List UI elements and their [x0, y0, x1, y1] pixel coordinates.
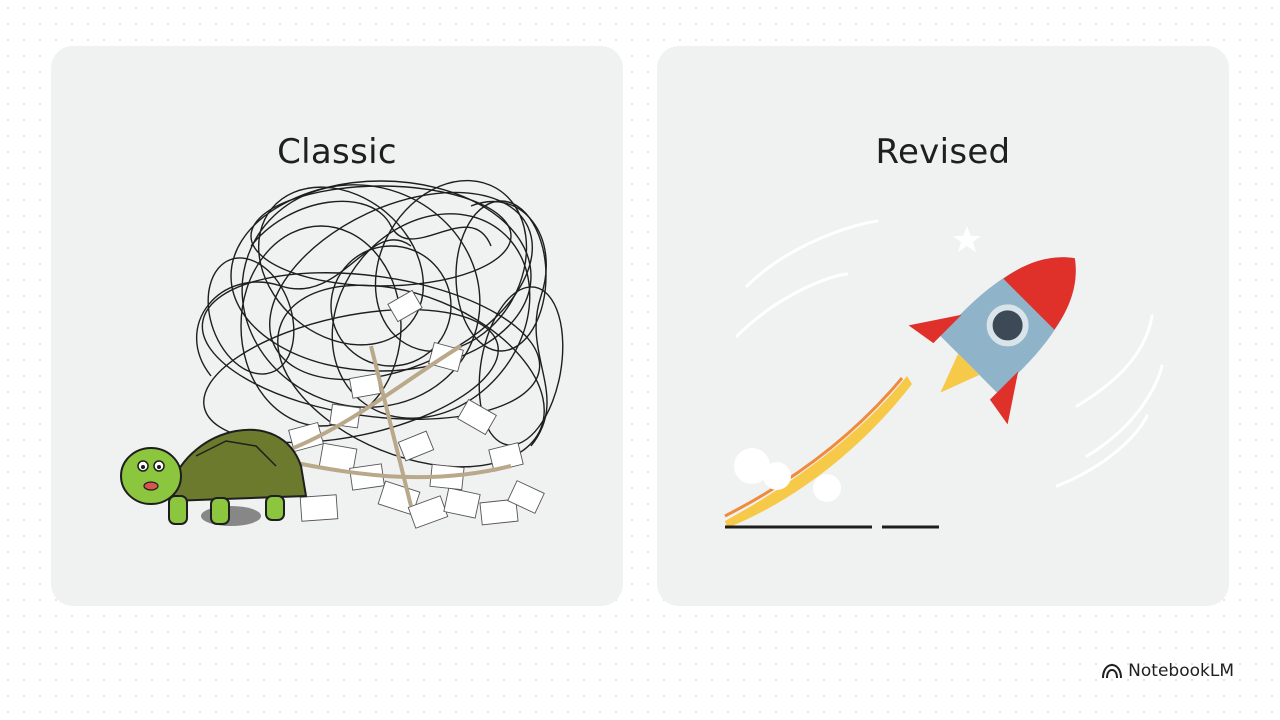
classic-panel: Classic	[51, 46, 623, 606]
paper-pile	[288, 289, 545, 529]
brand-badge: NotebookLM	[1102, 659, 1234, 683]
ropes	[285, 344, 512, 507]
star-icon	[953, 226, 981, 252]
notebooklm-logo-icon	[1102, 663, 1123, 679]
revised-title: Revised	[875, 132, 1011, 172]
speed-lines	[735, 219, 1164, 488]
flame-trail	[725, 376, 912, 528]
rocket-icon	[908, 257, 1076, 425]
tangled-scribble	[195, 179, 564, 468]
turtle-icon	[120, 428, 308, 526]
revised-panel: Revised	[657, 46, 1229, 606]
rocket-illustration	[724, 219, 1164, 529]
launch-clouds	[734, 448, 841, 502]
brand-name: NotebookLM	[1128, 661, 1234, 681]
turtle-illustration	[120, 179, 564, 529]
flame-core	[724, 377, 904, 518]
classic-title: Classic	[277, 132, 397, 172]
